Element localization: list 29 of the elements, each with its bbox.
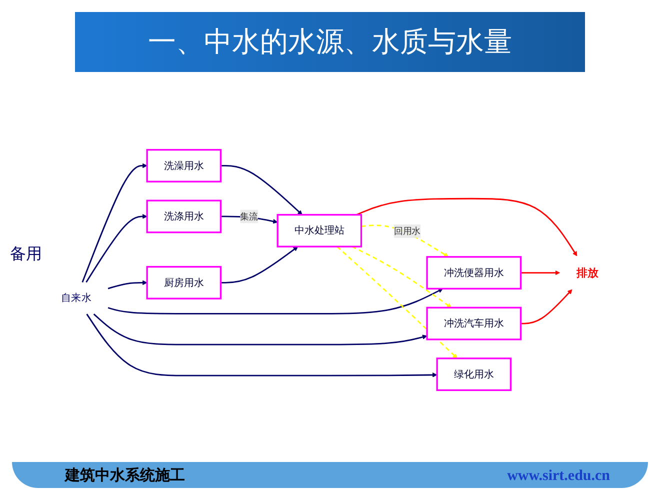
arrow	[220, 246, 298, 284]
node-box: 厨房用水	[146, 266, 222, 300]
arrow	[356, 198, 578, 256]
node-box: 冲洗便器用水	[426, 256, 522, 290]
arrow	[108, 280, 148, 290]
node-box: 洗涤用水	[146, 200, 222, 234]
node-text: 排放	[576, 266, 599, 280]
node-box: 绿化用水	[436, 358, 512, 392]
arrow	[82, 163, 148, 283]
edge-label: 回用水	[394, 226, 421, 236]
arrow	[361, 224, 449, 258]
arrow	[220, 165, 302, 215]
title-banner: 一、中水的水源、水质与水量	[75, 12, 585, 72]
arrow	[352, 246, 452, 308]
arrow	[336, 246, 458, 359]
node-box: 冲洗汽车用水	[426, 306, 522, 340]
arrow	[86, 314, 438, 378]
node-text: 自来水	[61, 292, 92, 304]
node-box: 洗澡用水	[146, 148, 222, 182]
web-address: www.sirt.edu.cn	[507, 468, 610, 485]
supply-label: 备用	[10, 244, 42, 265]
arrow	[93, 314, 428, 346]
footer-text: 建筑中水系统施工	[65, 466, 185, 485]
arrow	[108, 288, 444, 314]
node-box: 中水处理站	[276, 214, 362, 248]
arrow	[520, 270, 560, 276]
arrow	[520, 289, 572, 324]
arrow	[86, 214, 148, 283]
edge-label: 集流	[240, 210, 258, 222]
